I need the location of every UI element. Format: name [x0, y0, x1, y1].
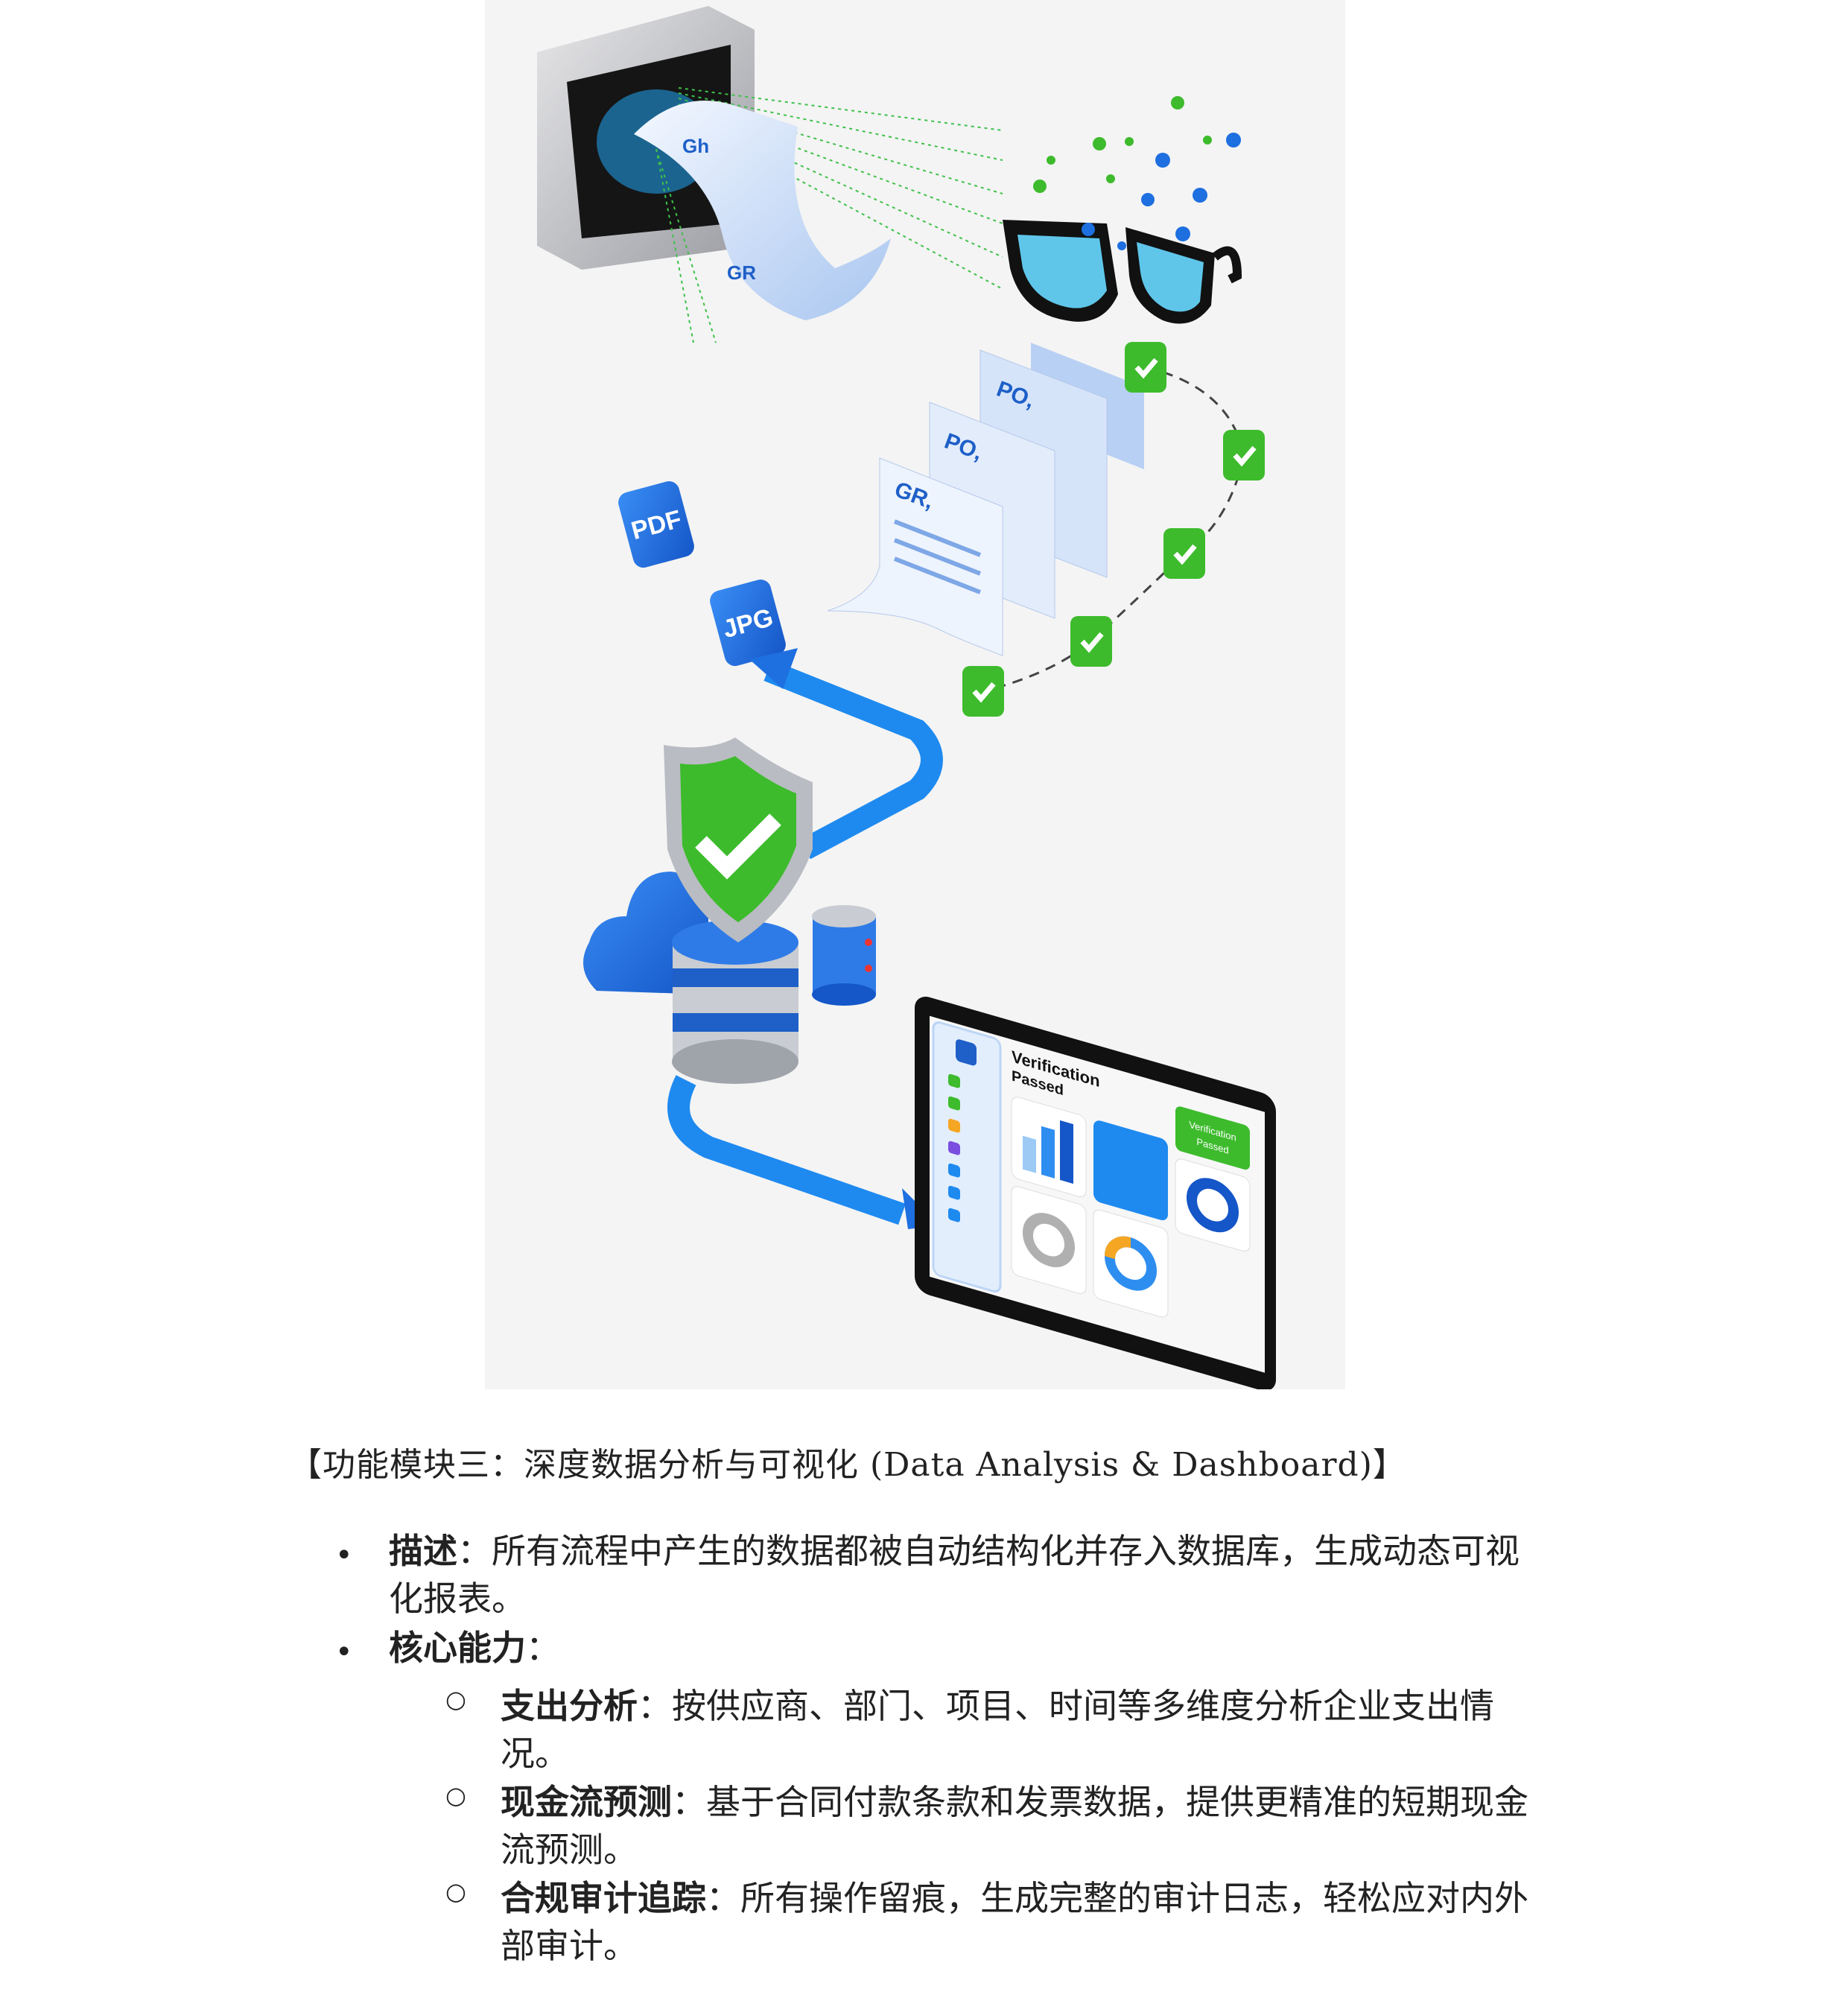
verification-passed-badge: [1175, 1106, 1250, 1170]
item-label: 支出分析: [501, 1686, 638, 1726]
small-database-icon: [812, 905, 876, 1006]
check-badge-icon: [1223, 430, 1265, 480]
paper-label: Gh: [682, 135, 709, 157]
item-text: ：所有流程中产生的数据都被自动结构化并存入数据库，生成动态可视化报表。: [389, 1531, 1520, 1619]
bullet-icon: •: [335, 1635, 353, 1669]
check-badges: [962, 342, 1265, 717]
item-text: ：基于合同付款条款和发票数据，提供更精准的短期现金流预测。: [501, 1782, 1528, 1870]
check-badge-icon: [1163, 528, 1205, 579]
list-item-description: 描述：所有流程中产生的数据都被自动结构化并存入数据库，生成动态可视化报表。: [389, 1527, 1540, 1622]
sidebar-icons: [948, 1039, 977, 1222]
item-text: ：所有操作留痕，生成完整的审计日志，轻松应对内外部审计。: [501, 1878, 1528, 1966]
document-stack: PO, PO, GR,: [827, 343, 1144, 656]
item-label: 合规审计追踪: [501, 1878, 706, 1918]
check-badge-icon: [962, 666, 1004, 717]
paper-label: GR: [727, 261, 756, 284]
circle-bullet-icon: ○: [445, 1877, 466, 1906]
item-text: ：: [526, 1628, 560, 1668]
pdf-file-icon: PDF: [618, 481, 694, 568]
circle-bullet-icon: ○: [445, 1685, 466, 1713]
item-label: 现金流预测: [501, 1782, 672, 1822]
circle-bullet-icon: ○: [445, 1781, 466, 1809]
item-text: ：按供应商、部门、项目、时间等多维度分析企业支出情况。: [501, 1686, 1494, 1774]
item-label: 描述: [389, 1531, 457, 1571]
workflow-illustration: Gh GR PO, PO, GR, PDF: [485, 0, 1345, 1389]
jpg-file-icon: JPG: [710, 580, 786, 666]
output-arrow: [667, 1075, 906, 1225]
bullet-icon: •: [335, 1538, 353, 1573]
upload-arrow: [763, 660, 943, 860]
check-badge-icon: [1070, 616, 1112, 667]
scanned-paper: Gh GR: [634, 101, 891, 320]
check-badge-icon: [1125, 342, 1166, 393]
item-label: 核心能力: [389, 1628, 526, 1668]
security-shield-icon: [664, 737, 813, 942]
database-icon: [672, 920, 798, 1084]
dashboard-monitor: Verification Passed Verification Passed: [915, 996, 1276, 1389]
sub-item-audit-trail: 合规审计追踪：所有操作留痕，生成完整的审计日志，轻松应对内外部审计。: [501, 1874, 1540, 1970]
sub-item-cashflow-forecast: 现金流预测：基于合同付款条款和发票数据，提供更精准的短期现金流预测。: [501, 1778, 1540, 1874]
smart-glasses-icon: [1003, 220, 1242, 324]
list-item-core-capabilities: 核心能力：: [389, 1624, 1540, 1672]
sub-item-spend-analysis: 支出分析：按供应商、部门、项目、时间等多维度分析企业支出情况。: [501, 1682, 1540, 1777]
section-heading: 【功能模块三：深度数据分析与可视化 (Data Analysis & Dashb…: [289, 1446, 1406, 1484]
data-dots: [1033, 96, 1241, 250]
